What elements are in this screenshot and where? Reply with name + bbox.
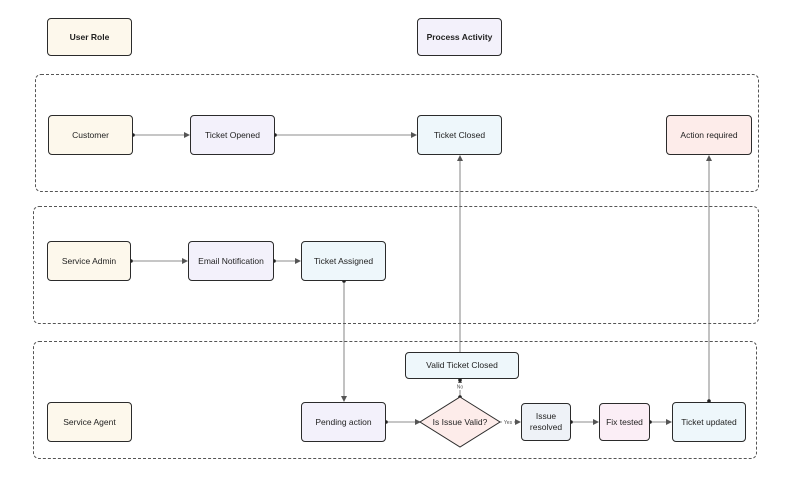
lane-service-admin [33, 206, 759, 324]
lane-service-agent [33, 341, 757, 459]
role-service-admin: Service Admin [47, 241, 131, 281]
edge-label-yes: Yes [504, 420, 513, 426]
node-ticket-opened: Ticket Opened [190, 115, 275, 155]
decision-diamond [419, 396, 501, 448]
decision-label: Is Issue Valid? [432, 417, 488, 427]
node-email-notification: Email Notification [188, 241, 274, 281]
role-customer: Customer [48, 115, 133, 155]
node-action-required: Action required [666, 115, 752, 155]
node-ticket-assigned: Ticket Assigned [301, 241, 386, 281]
edge-label-no: No [457, 385, 464, 391]
node-pending-action: Pending action [301, 402, 386, 442]
role-service-agent: Service Agent [47, 402, 132, 442]
node-valid-ticket-closed: Valid Ticket Closed [405, 352, 519, 379]
node-ticket-closed: Ticket Closed [417, 115, 502, 155]
lane-customer [35, 74, 759, 192]
legend-process-activity: Process Activity [417, 18, 502, 56]
node-ticket-updated: Ticket updated [672, 402, 746, 442]
node-issue-resolved: Issue resolved [521, 403, 571, 441]
legend-user-role: User Role [47, 18, 132, 56]
node-fix-tested: Fix tested [599, 403, 650, 441]
